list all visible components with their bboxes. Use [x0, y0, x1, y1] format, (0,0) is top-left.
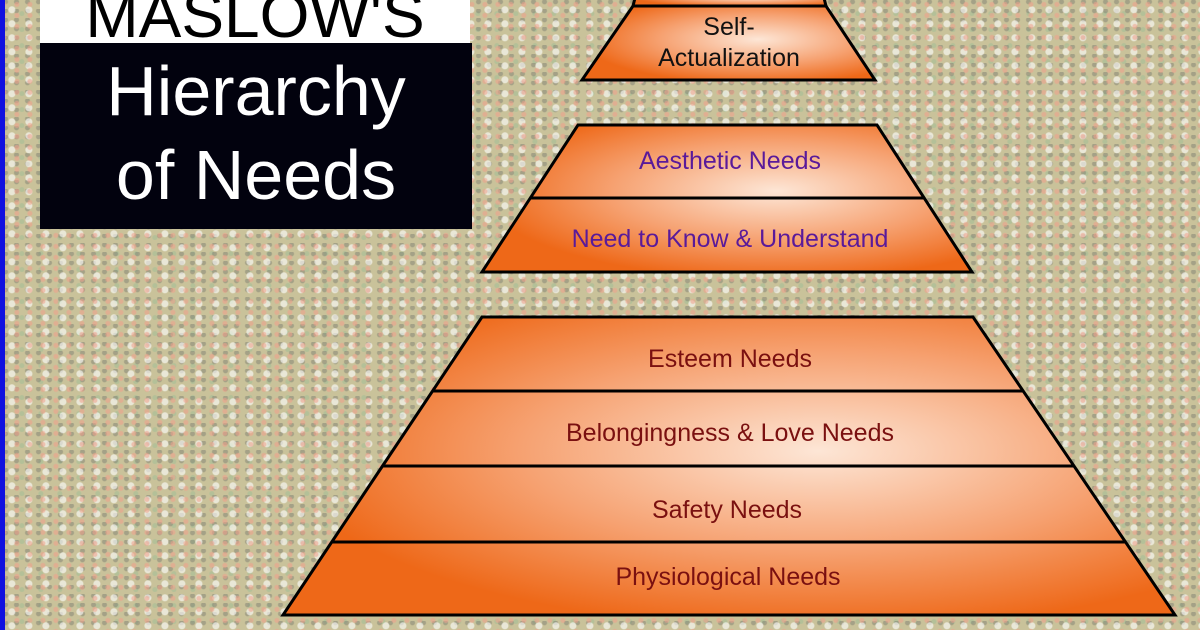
title-line-1: MASLOW'S: [85, 0, 425, 43]
title-banner-top: MASLOW'S: [40, 0, 470, 43]
title-line-3: of Needs: [115, 136, 397, 214]
label-need-to-know: Need to Know & Understand: [572, 225, 889, 253]
title-line-2: Hierarchy: [106, 52, 406, 130]
left-edge-strip: [0, 0, 5, 630]
label-safety-needs: Safety Needs: [652, 496, 802, 524]
label-physiological-needs: Physiological Needs: [615, 563, 840, 591]
title-banner: Hierarchy of Needs: [40, 43, 472, 229]
label-esteem-needs: Esteem Needs: [648, 345, 812, 373]
label-belongingness: Belongingness & Love Needs: [566, 419, 894, 447]
block-self-actualization: [579, 4, 878, 82]
label-aesthetic-needs: Aesthetic Needs: [639, 147, 821, 175]
label-self: Self-: [703, 13, 754, 41]
label-actualization: Actualization: [658, 44, 800, 72]
